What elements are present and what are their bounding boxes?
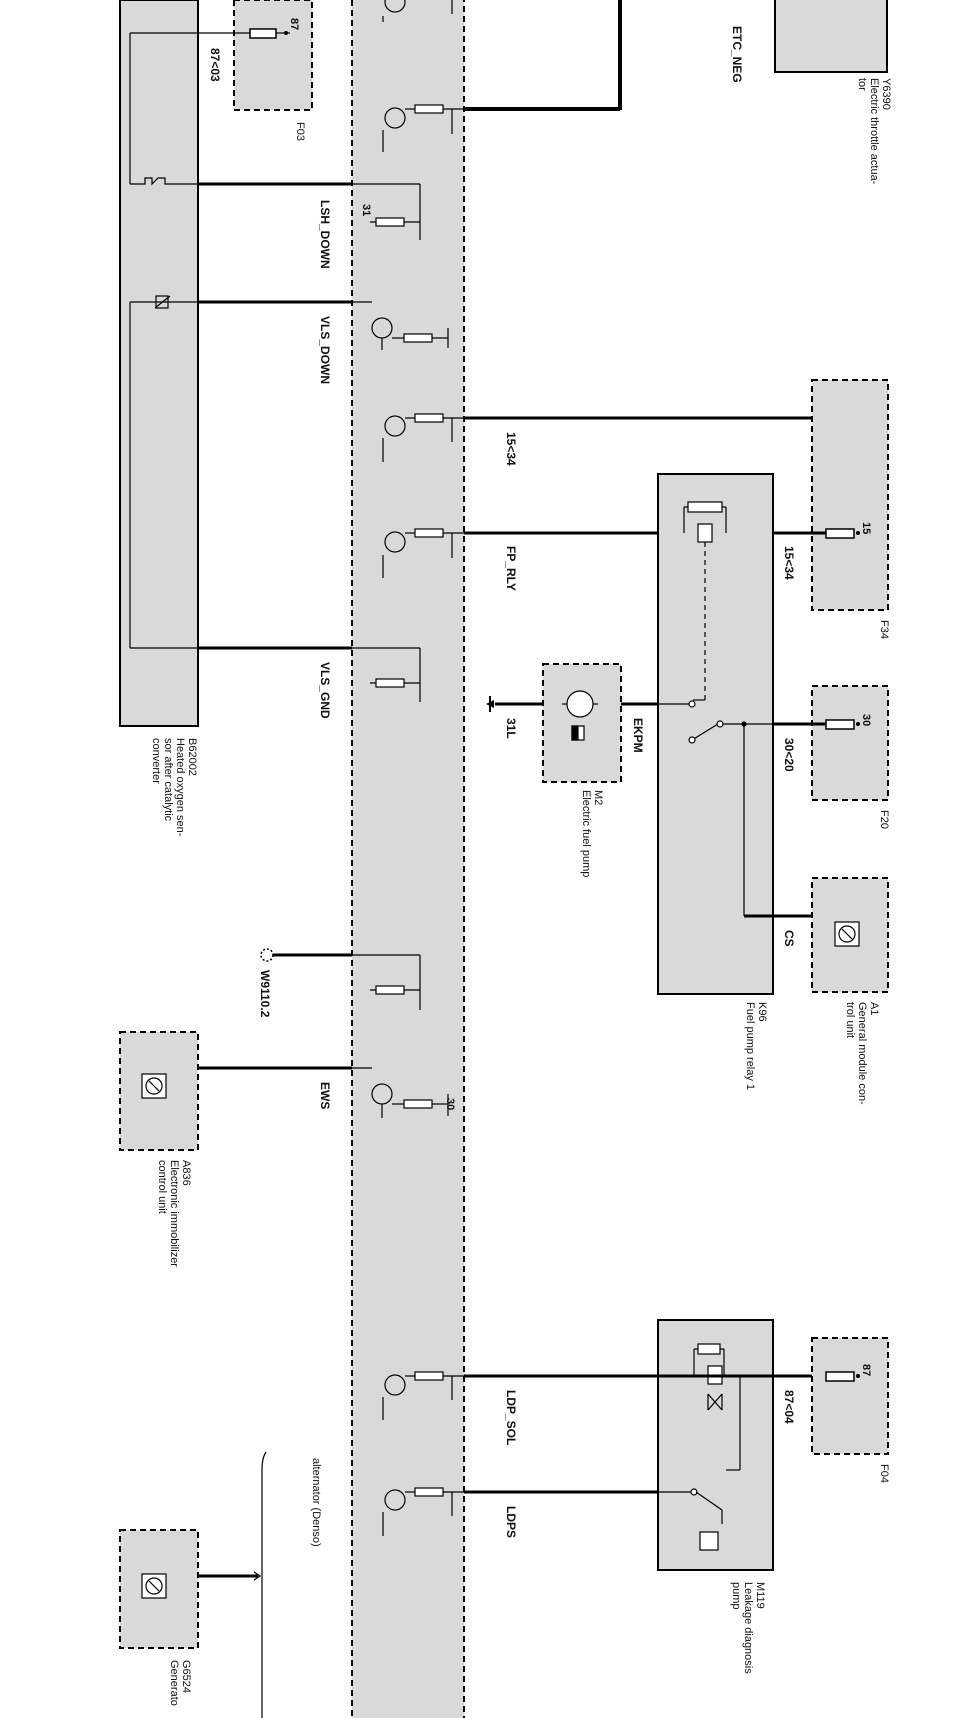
f20-label: F20: [878, 810, 890, 829]
b62002-desc: Heated oxygen sen-: [174, 738, 186, 837]
m119-desc2: pump: [730, 1582, 742, 1610]
m119-ref: M119: [754, 1582, 766, 1609]
g6524-label: G6524 Generato: [168, 1660, 192, 1706]
ground-31-label: 31: [360, 204, 372, 217]
b62002-desc3: converter: [150, 738, 162, 784]
m119-box: [657, 1319, 774, 1571]
signal-31l: 31L: [504, 718, 518, 739]
f04-label: F04: [878, 1464, 890, 1483]
pin-15-f34: 15: [860, 522, 872, 535]
y6390-label: Y6390 Electric throttle actua- tor: [856, 78, 892, 184]
m2-label: M2 Electric fuel pump: [580, 790, 604, 877]
transistor-stage: [382, 0, 453, 22]
b62002-desc2: sor after catalytic: [162, 738, 174, 822]
signal-87-04: 87<04: [782, 1390, 796, 1424]
f20-box: [811, 685, 889, 801]
transistor-stage: [352, 1067, 449, 1118]
signal-ldp-sol: LDP_SOL: [504, 1390, 518, 1446]
signal-cs: CS: [782, 930, 796, 947]
b62002-label: B62002 Heated oxygen sen- sor after cata…: [150, 738, 198, 836]
g6524-ref: G6524: [180, 1660, 192, 1694]
k96-ref: K96: [756, 1002, 768, 1022]
ground-stage: [352, 647, 421, 702]
f03-label: F03: [294, 122, 306, 141]
signal-ekpm: EKPM: [631, 718, 645, 753]
y6390-desc: Electric throttle actua-: [868, 78, 880, 185]
k96-desc: Fuel pump relay 1: [744, 1002, 756, 1091]
relay-coil: [683, 501, 727, 701]
f04-box: [811, 1337, 889, 1455]
a836-ref: A836: [180, 1160, 192, 1186]
k96-box: [657, 473, 774, 995]
m119-label: M119 Leakage diagnosis pump: [730, 1582, 766, 1674]
ground-stage: [352, 954, 421, 1010]
transistor-stage: [382, 413, 464, 462]
signal-15-34-ecu: 15<34: [504, 432, 518, 466]
a1-desc2: trol unit: [844, 1002, 856, 1039]
m2-ref: M2: [592, 790, 604, 806]
pressure-switch: [658, 1488, 723, 1551]
y6390-ref: Y6390: [880, 78, 892, 110]
a1-label: A1 General module con- trol unit: [844, 1002, 880, 1105]
signal-ldps: LDPS: [504, 1506, 518, 1539]
signal-lsh-down: LSH_DOWN: [318, 200, 332, 269]
a836-desc2: control unit: [156, 1160, 168, 1214]
f03-box: [233, 0, 313, 111]
m119-desc: Leakage diagnosis: [742, 1582, 754, 1674]
transistor-stage: [382, 1487, 464, 1536]
y6390-desc2: tor: [856, 78, 868, 91]
a1-ref: A1: [868, 1002, 880, 1016]
signal-30-20: 30<20: [782, 738, 796, 772]
signal-fp-rly: FP_RLY: [504, 546, 518, 591]
w9110-label: W9110.2: [258, 970, 272, 1018]
pin-30-f20: 30: [860, 714, 872, 727]
signal-ews: EWS: [318, 1082, 332, 1110]
pin-87-f04: 87: [860, 1364, 872, 1377]
f34-label: F34: [878, 620, 890, 639]
transistor-stage: [382, 104, 464, 152]
g6524-desc: Generato: [168, 1660, 180, 1706]
y6390-box: [774, 0, 888, 73]
motor-symbol: [562, 690, 598, 741]
signal-etc-neg: ETC_NEG: [730, 26, 744, 83]
b62002-box: [119, 0, 199, 727]
alternator-note: alternator (Denso): [310, 1458, 322, 1547]
transistor-stage: [382, 528, 464, 578]
signal-vls-gnd: VLS_GND: [318, 662, 332, 719]
signal-vls-down: VLS_DOWN: [318, 316, 332, 385]
signal-87-03: 87<03: [208, 48, 222, 82]
ground-30-label: 30: [444, 1098, 456, 1111]
ground-stage: [352, 183, 421, 240]
a836-label: A836 Electronic immobilizer control unit: [156, 1160, 192, 1267]
signal-15-34-f34: 15<34: [782, 546, 796, 580]
transistor-stage: [352, 301, 449, 350]
a1-desc: General module con-: [856, 1002, 868, 1105]
relay-switch: [658, 700, 747, 916]
b62002-ref: B62002: [186, 738, 198, 776]
transistor-stage: [382, 1371, 464, 1420]
m2-desc: Electric fuel pump: [580, 790, 592, 878]
f34-box: [811, 379, 889, 611]
m2-box: [542, 663, 622, 783]
ecu-box: [351, 0, 465, 1718]
pin-87-f03: 87: [288, 18, 300, 31]
k96-label: K96 Fuel pump relay 1: [744, 1002, 768, 1090]
a836-desc: Electronic immobilizer: [168, 1160, 180, 1267]
